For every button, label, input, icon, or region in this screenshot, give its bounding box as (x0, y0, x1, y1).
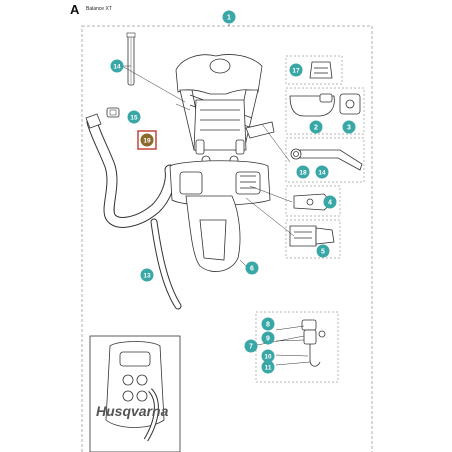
chest-pad-part (289, 93, 335, 117)
hip-buckle-part (289, 225, 335, 247)
chest-buckle-part (339, 93, 361, 115)
callout-15: 15 (127, 110, 141, 124)
callout-7: 7 (244, 339, 258, 353)
callout-8: 8 (261, 317, 275, 331)
callout-10: 10 (261, 349, 275, 363)
callout-9: 9 (261, 331, 275, 345)
part-box (285, 87, 365, 135)
callout-number: 11 (265, 364, 272, 371)
callout-13: 13 (140, 268, 154, 282)
callout-17: 17 (289, 63, 303, 77)
brand-watermark: Husqvarna (96, 403, 169, 419)
callout-number: 7 (249, 343, 253, 350)
strap-part (126, 32, 136, 86)
callout-number: 14 (113, 63, 121, 70)
callout-badge (342, 120, 356, 134)
part-box (285, 137, 365, 183)
part-box (285, 219, 341, 259)
callout-number: 4 (328, 199, 332, 206)
callout-number: 3 (347, 124, 351, 131)
callout-badge (296, 165, 310, 179)
buckle-part (106, 107, 120, 118)
callout-badge (222, 10, 236, 24)
hip-tube-part (85, 113, 176, 228)
callout-badge (316, 244, 330, 258)
callout-6: 6 (245, 261, 259, 275)
buckle-clip-part (309, 61, 333, 79)
callout-11: 11 (261, 360, 275, 374)
callout-badge (140, 268, 154, 282)
swivel-plate-part (293, 193, 329, 211)
leader-lines (121, 65, 311, 366)
waist-strap-part (290, 148, 363, 171)
side-strap-part (150, 218, 182, 310)
hook-assembly-part (301, 319, 326, 367)
callout-number: 8 (266, 321, 270, 328)
harness-assembly (169, 54, 275, 272)
callout-4: 4 (323, 195, 337, 209)
callout-1: 1 (222, 10, 236, 24)
callout-number: 15 (130, 114, 138, 121)
assembly-frame (81, 25, 373, 452)
callout-19: 19 (137, 130, 157, 150)
callout-badge (245, 261, 259, 275)
callout-badge (244, 339, 258, 353)
callout-number: 13 (143, 272, 151, 279)
callout-badge (309, 120, 323, 134)
callout-14: 14 (110, 59, 124, 73)
callout-badge (323, 195, 337, 209)
detail-backpad-illustration (105, 341, 165, 442)
highlight-frame (137, 130, 157, 150)
callout-number: 18 (299, 169, 307, 176)
callout-badge (140, 133, 154, 147)
callout-number: 10 (264, 353, 272, 360)
part-box (285, 185, 341, 217)
callout-number: 14 (318, 169, 326, 176)
callout-5: 5 (316, 244, 330, 258)
callout-number: 9 (266, 335, 270, 342)
callout-number: 6 (250, 265, 254, 272)
callout-badge (110, 59, 124, 73)
callout-14: 14 (315, 165, 329, 179)
callout-number: 2 (314, 124, 318, 131)
callout-number: 1 (227, 14, 231, 21)
callout-number: 17 (292, 67, 300, 74)
assembly-title: Balance XT (86, 6, 112, 12)
callout-3: 3 (342, 120, 356, 134)
callout-2: 2 (309, 120, 323, 134)
callout-badge (261, 349, 275, 363)
part-box (285, 55, 343, 85)
callout-number: 5 (321, 248, 325, 255)
callout-badge (261, 317, 275, 331)
callout-badge (315, 165, 329, 179)
callout-badge (261, 331, 275, 345)
callout-layer: 1 14 15 19 17 2 3 18 14 4 5 6 13 8 9 7 10 11 (110, 10, 356, 374)
callout-badge (127, 110, 141, 124)
section-letter: A (70, 2, 80, 17)
callout-number: 19 (143, 137, 151, 144)
callout-badge (261, 360, 275, 374)
callout-badge (289, 63, 303, 77)
callout-18: 18 (296, 165, 310, 179)
